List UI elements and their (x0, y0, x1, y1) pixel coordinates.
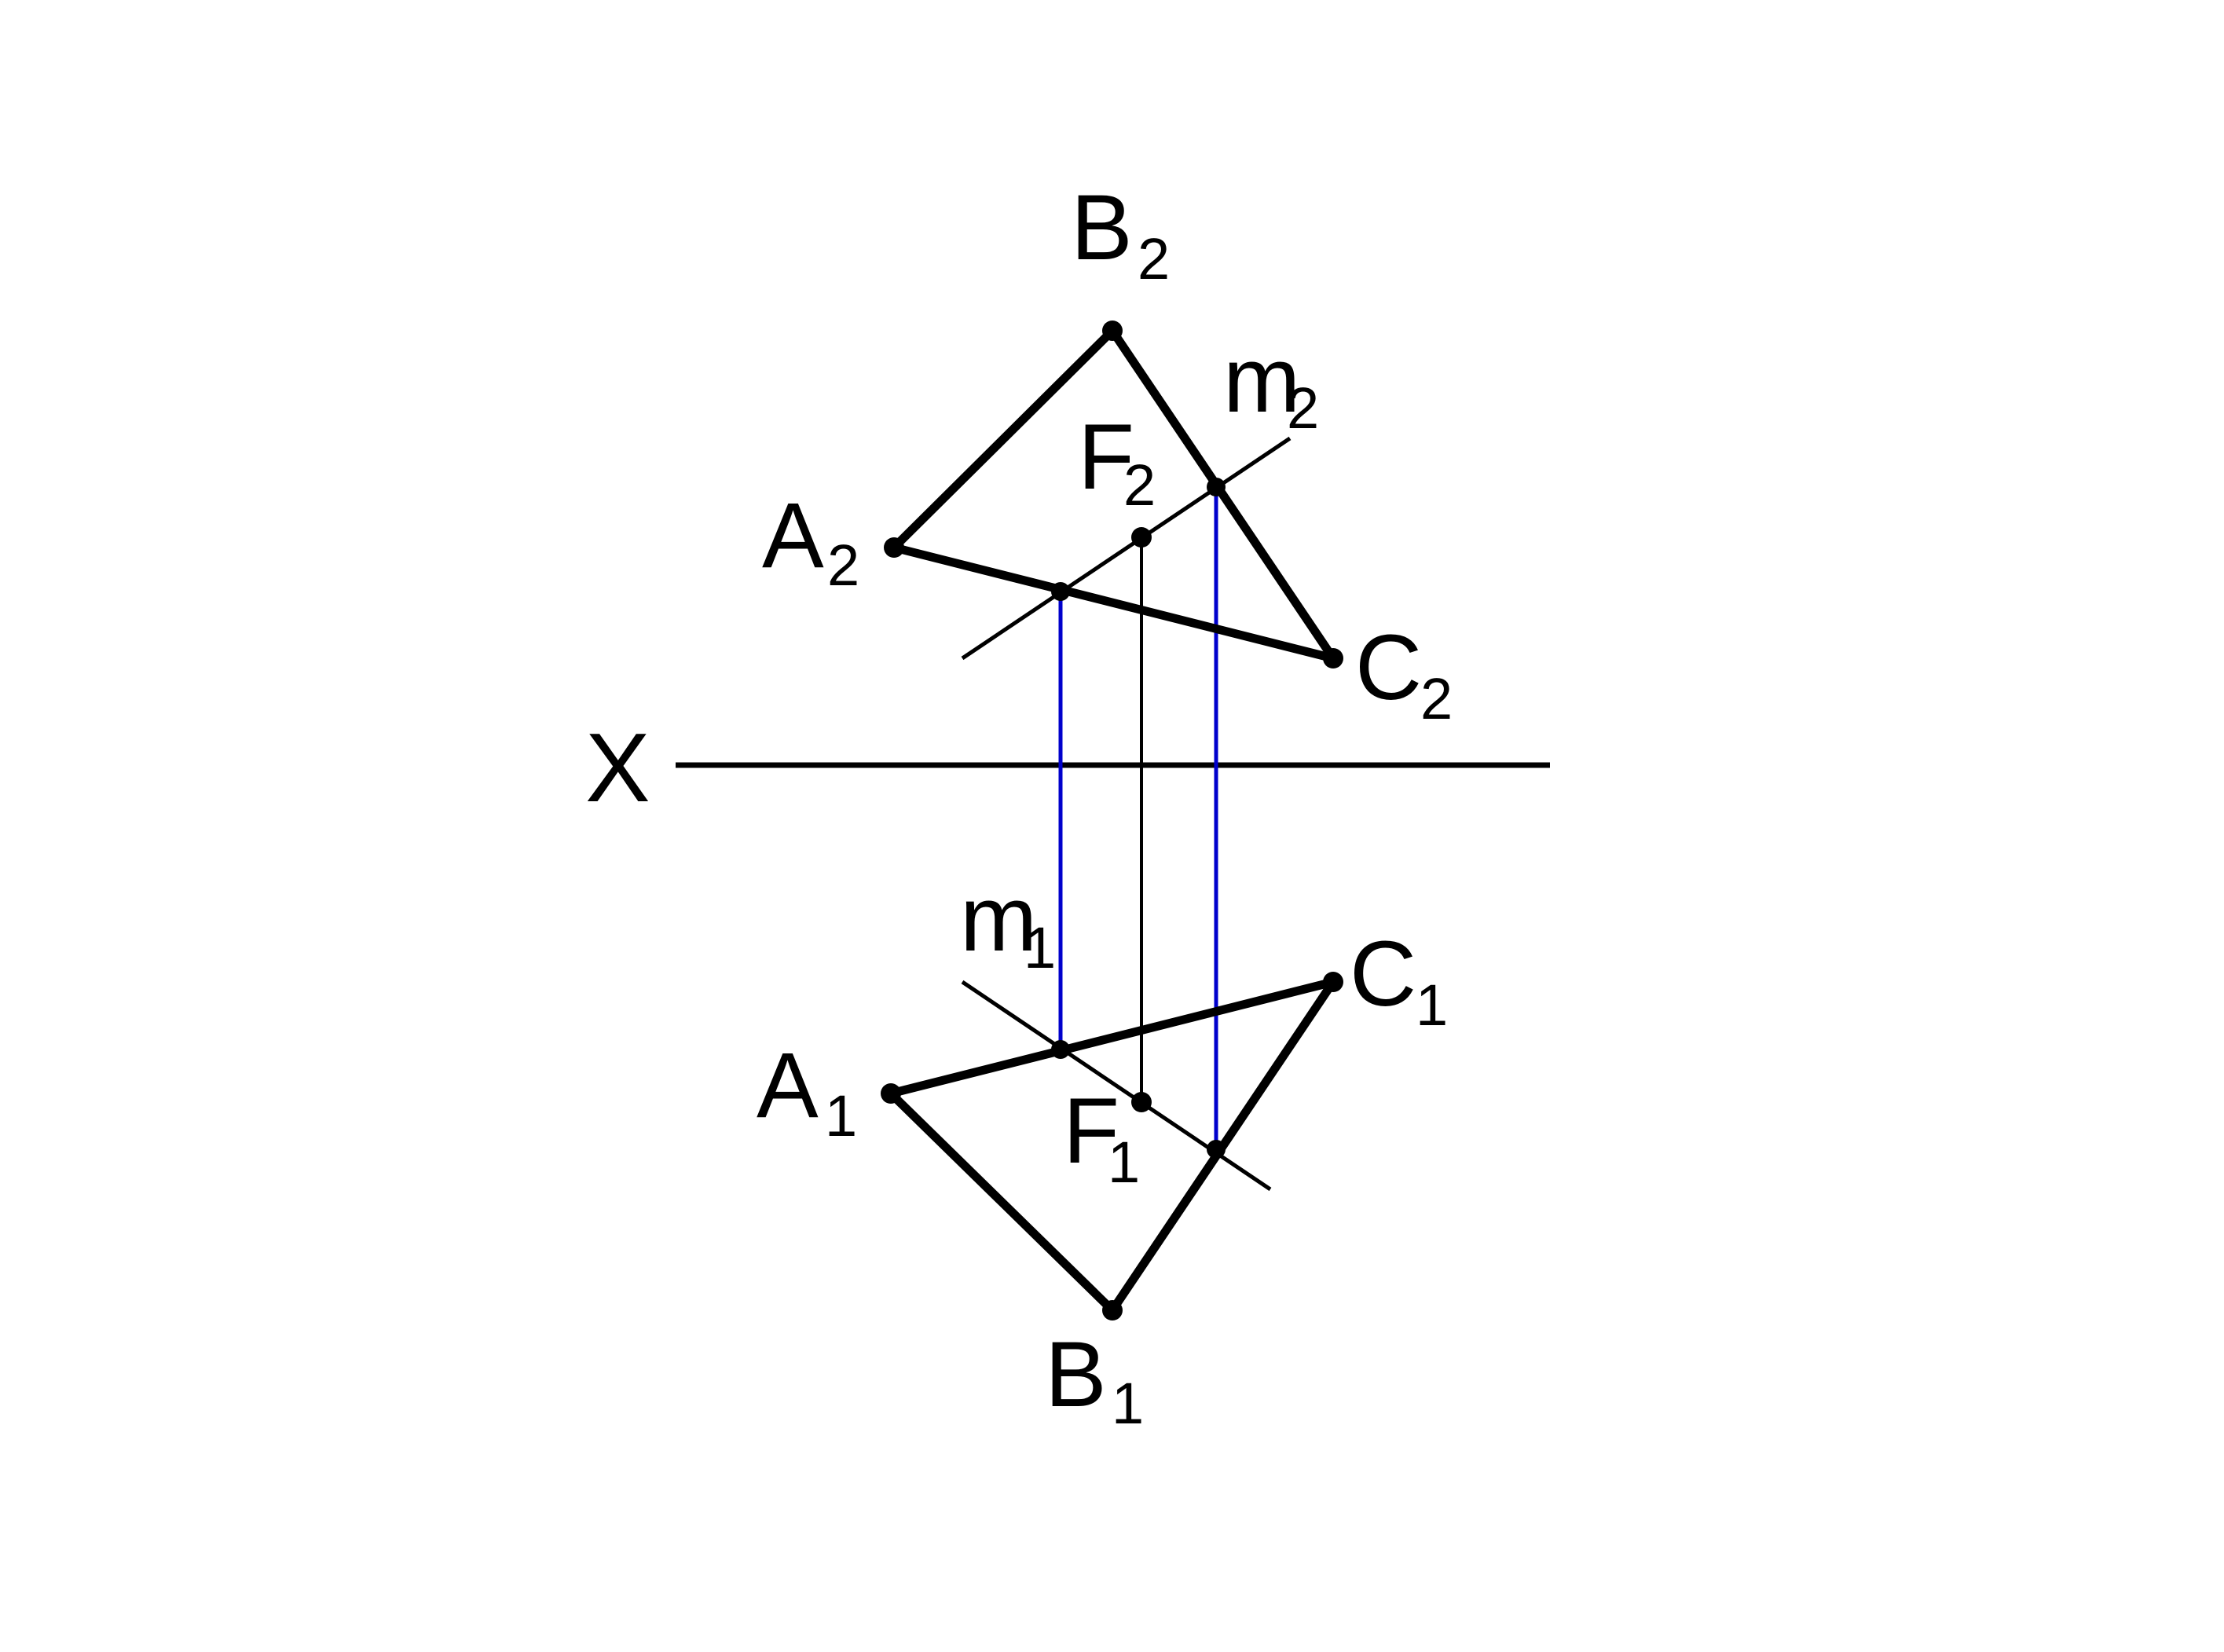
label-f2-index: 2 (1123, 452, 1156, 518)
label-a2-letter: A (762, 484, 824, 588)
label-f1-letter: F (1063, 1079, 1119, 1183)
edge-a2-c2 (892, 543, 1335, 663)
intersection-bc1-dot (1207, 1140, 1226, 1159)
label-b2-letter: B (1071, 176, 1133, 280)
intersection-bc2-dot (1207, 478, 1226, 496)
label-a1-letter: A (757, 1034, 819, 1137)
point-c1-dot (1323, 972, 1343, 992)
label-m2-letter: m (1223, 328, 1300, 432)
edge-a1-c1 (889, 977, 1335, 1098)
point-b1-dot (1102, 1300, 1123, 1321)
point-a2-dot (884, 537, 904, 558)
label-m2-index: 2 (1287, 375, 1319, 441)
edge-b2-c2 (1108, 328, 1337, 661)
label-b2-index: 2 (1138, 226, 1170, 291)
label-b1-index: 1 (1112, 1371, 1144, 1436)
label-f2-letter: F (1078, 405, 1134, 509)
label-m1-index: 1 (1024, 915, 1056, 980)
label-a2-index: 2 (827, 533, 859, 598)
horizontal-projection (881, 972, 1343, 1321)
point-f1-dot (1131, 1092, 1152, 1112)
edge-a1-b1 (888, 1090, 1116, 1313)
label-c1-index: 1 (1416, 973, 1448, 1038)
label-c2-index: 2 (1420, 666, 1453, 731)
intersection-ac2-dot (1051, 582, 1070, 601)
edge-a2-b2 (891, 328, 1116, 551)
point-b2-dot (1102, 321, 1123, 341)
intersection-ac1-dot (1051, 1040, 1070, 1059)
label-c2-letter: C (1355, 616, 1422, 720)
line-m2 (961, 436, 1292, 661)
point-c2-dot (1323, 648, 1343, 668)
label-b1-letter: B (1045, 1323, 1107, 1427)
point-a1-dot (881, 1083, 901, 1104)
label-a1-index: 1 (825, 1083, 857, 1148)
frontal-projection (884, 321, 1343, 668)
point-f2-dot (1131, 527, 1152, 548)
label-f1-index: 1 (1108, 1130, 1140, 1195)
axis-label-x: X (585, 714, 650, 822)
label-c1-letter: C (1350, 922, 1416, 1026)
label-m1-letter: m (960, 867, 1037, 971)
